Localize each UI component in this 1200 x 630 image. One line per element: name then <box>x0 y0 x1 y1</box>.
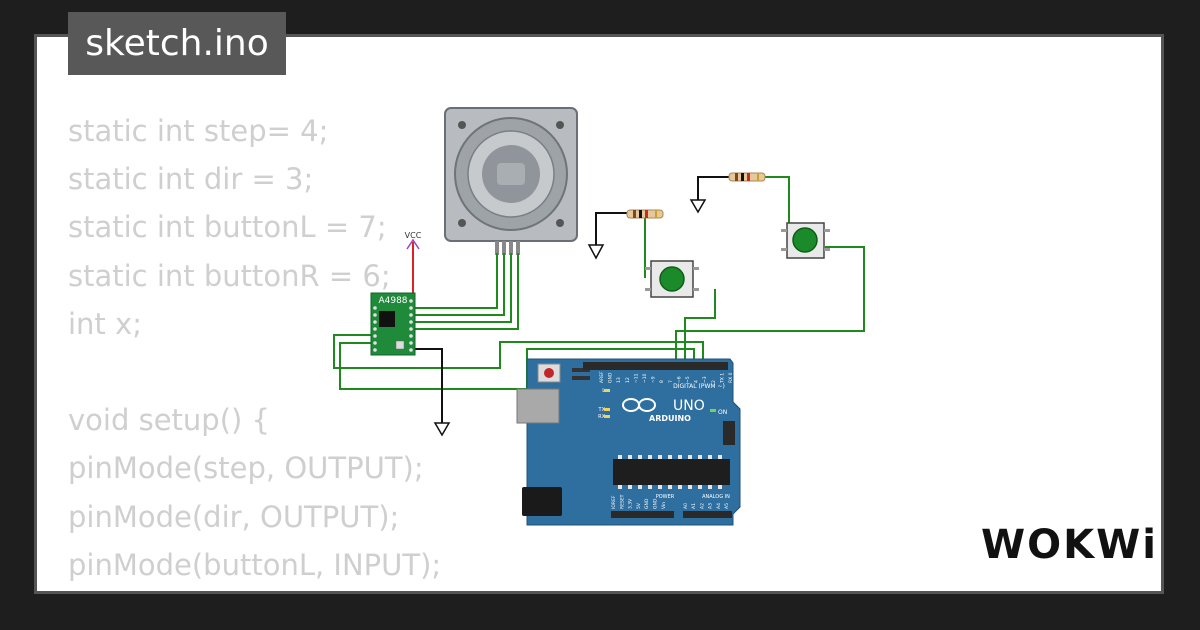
code-view: static int step= 4; static int dir = 3; st… <box>68 107 445 591</box>
pin-label: 7 <box>668 380 674 383</box>
pin-label: RX 0 <box>728 372 734 383</box>
pin-label: TX 1 <box>719 373 725 384</box>
led-rx-label: RX <box>598 414 605 420</box>
code-line: int x; <box>68 306 142 341</box>
vcc-symbol: VCC <box>405 231 422 250</box>
code-line: static int dir = 3; <box>68 162 314 197</box>
pin-label: 12 <box>625 377 631 383</box>
ground-icon <box>433 422 451 437</box>
code-line: static int buttonL = 7; <box>68 210 387 245</box>
power-jack <box>522 487 562 516</box>
pin-label: 8 <box>659 380 665 383</box>
pin-label: IOREF <box>611 495 617 509</box>
ground-icon <box>689 199 707 214</box>
usb-connector <box>516 388 560 424</box>
circuit-diagram: VCC <box>333 107 865 526</box>
wokwi-logo: WOKWi <box>981 522 1158 568</box>
arduino-model: UNO <box>673 398 705 414</box>
canvas-frame: static int step= 4; static int dir = 3; st… <box>34 34 1164 594</box>
a4988-driver[interactable]: A4988 <box>370 292 416 356</box>
file-tab[interactable]: sketch.ino <box>68 12 286 75</box>
pin-label: ~6 <box>676 376 682 383</box>
code-line: pinMode(buttonL, INPUT); <box>68 547 442 582</box>
analog-header <box>683 511 732 518</box>
wires <box>333 176 865 390</box>
pin-label: ~10 <box>642 373 648 383</box>
atmega-chip <box>613 459 730 485</box>
pin-label: A1 <box>691 503 697 509</box>
arduino-uno-board[interactable]: DIGITAL (PWM ~) L TX RX ON ARDUINO UNO P… <box>516 358 741 526</box>
pin-label: A0 <box>683 503 689 509</box>
pin-label: A5 <box>724 503 730 509</box>
power-label: POWER <box>656 494 675 500</box>
stepper-motor[interactable] <box>444 107 578 255</box>
ground-icon <box>587 244 605 260</box>
resistor-right[interactable] <box>728 172 766 182</box>
code-line: pinMode(step, OUTPUT); <box>68 451 424 486</box>
pin-label: A2 <box>699 503 705 509</box>
pin-label: GND <box>644 498 650 509</box>
code-line: pinMode(dir, OUTPUT); <box>68 499 400 534</box>
pin-label: GND <box>608 372 614 383</box>
pin-label: GND <box>653 498 659 509</box>
pin-label: 2 <box>711 380 717 383</box>
pin-label: ~9 <box>651 376 657 383</box>
led-tx-label: TX <box>598 407 606 413</box>
pin-label: ~5 <box>685 376 691 383</box>
code-line: static int step= 4; <box>68 114 329 148</box>
pin-label: 4 <box>694 380 700 383</box>
arduino-logo-icon <box>622 398 656 412</box>
driver-label: A4988 <box>378 296 407 306</box>
pushbutton-left[interactable] <box>645 260 699 298</box>
digital-header-label: DIGITAL (PWM ~) <box>673 383 725 390</box>
pin-label: 13 <box>616 377 622 383</box>
on-label: ON <box>718 409 727 416</box>
power-header <box>611 511 674 518</box>
pin-label: Vin <box>661 502 667 509</box>
digital-header <box>583 362 728 370</box>
pin-label: 5V <box>636 502 642 509</box>
resistor-left[interactable] <box>626 209 664 219</box>
code-line: static int buttonR = 6; <box>68 258 391 293</box>
pin-label: RESET <box>619 494 625 509</box>
pin-label: A4 <box>716 503 722 509</box>
pin-label: ~11 <box>633 373 639 383</box>
vcc-label: VCC <box>405 231 422 240</box>
pin-label: AREF <box>599 371 605 383</box>
arduino-brand: ARDUINO <box>649 414 691 423</box>
analog-in-label: ANALOG IN <box>702 494 730 500</box>
pin-label: 3.3V <box>628 498 634 509</box>
led-l-label: L <box>602 388 605 394</box>
pushbutton-right[interactable] <box>781 222 830 259</box>
pin-label: ~3 <box>702 376 708 383</box>
pin-label: A3 <box>708 503 714 509</box>
code-line: void setup() { <box>68 403 270 438</box>
